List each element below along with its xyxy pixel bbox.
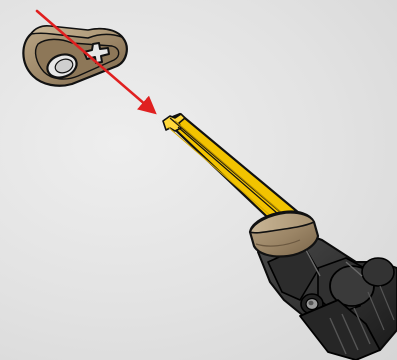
bush-icon (250, 211, 318, 256)
